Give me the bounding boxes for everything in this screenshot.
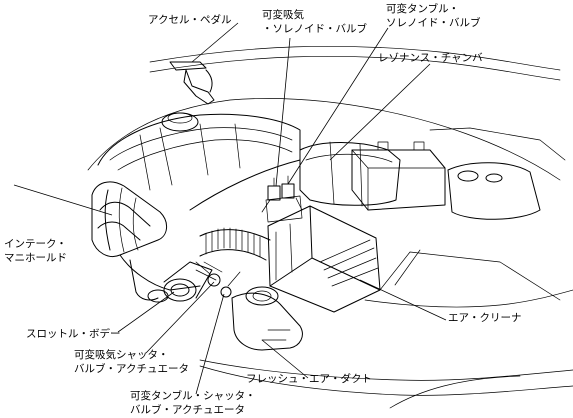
label-variable-intake-solenoid-line2: ・ソレノイド・バルブ	[262, 22, 367, 35]
leader-throttle-body	[117, 291, 175, 333]
intake-hose-drawing	[199, 227, 271, 261]
accelerator-pedal-drawing	[169, 61, 215, 105]
label-intake-manifold-line1: インテーク・	[4, 238, 67, 250]
label-variable-tumble-solenoid-line2: ソレノイド・バルブ	[386, 16, 481, 29]
label-resonance-chamber: レゾナンス・チャンバ	[378, 52, 483, 64]
label-throttle-body: スロットル・ボデー	[26, 327, 121, 340]
resonance-chamber-drawing	[299, 141, 401, 207]
air-cleaner-drawing	[267, 205, 381, 313]
leader-intake-manifold	[13, 184, 113, 216]
leader-variable-tumble-shutter-actuator	[195, 293, 225, 395]
leader-lines	[13, 22, 447, 395]
leader-fresh-air-duct	[261, 339, 309, 379]
label-variable-intake-shutter-actuator-line2: バルブ・アクチュエータ	[74, 362, 189, 375]
engine-cover-drawing	[97, 112, 301, 211]
label-intake-manifold-line2: マニホールド	[4, 252, 67, 264]
leader-accelerator-pedal	[191, 22, 239, 63]
battery-drawing	[351, 141, 446, 211]
label-fresh-air-duct: フレッシュ・エア・ダクト	[246, 372, 372, 385]
label-variable-tumble-solenoid-line1: 可変タンブル・	[386, 2, 459, 15]
engine-bay-line-art	[87, 45, 573, 409]
leader-variable-intake-shutter-actuator	[145, 281, 215, 354]
leader-resonance-chamber	[329, 63, 431, 161]
solenoid-valves-drawing	[261, 175, 303, 223]
throttle-body-drawing	[163, 261, 223, 302]
label-variable-intake-solenoid-line1: 可変吸気	[262, 8, 304, 21]
reservoir-drawing	[447, 162, 541, 220]
label-variable-intake-shutter-actuator-line1: 可変吸気シャッタ・	[74, 348, 169, 361]
labels: アクセル・ペダル 可変吸気 ・ソレノイド・バルブ 可変タンブル・ ソレノイド・バ…	[4, 2, 522, 416]
leader-variable-tumble-solenoid	[287, 27, 389, 185]
leader-air-cleaner	[359, 279, 447, 321]
fresh-air-duct-drawing	[231, 286, 303, 351]
label-variable-tumble-shutter-actuator-line1: 可変タンブル・シャッタ・	[130, 389, 256, 402]
label-air-cleaner: エア・クリーナ	[448, 312, 522, 324]
intake-manifold-drawing	[91, 181, 201, 303]
actuators-drawing	[195, 261, 241, 298]
leader-variable-intake-solenoid	[275, 37, 291, 187]
label-accelerator-pedal: アクセル・ペダル	[148, 13, 231, 26]
label-variable-tumble-shutter-actuator-line2: バルブ・アクチュエータ	[130, 403, 245, 416]
